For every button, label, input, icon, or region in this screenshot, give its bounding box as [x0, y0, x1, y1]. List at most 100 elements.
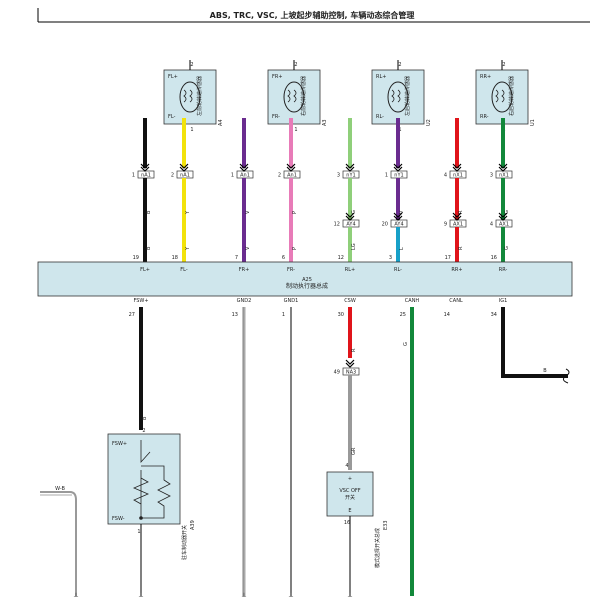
upper-connector-pin-2: 2 — [171, 173, 174, 179]
sensor-coil-icon-2 — [283, 81, 305, 113]
sensor-code-4: U1 — [530, 119, 536, 126]
canh-wire-color: G — [403, 342, 409, 346]
lower-connector-pin-1: 12 — [334, 222, 340, 228]
upper-wire-color-5: G — [351, 210, 357, 214]
lower-connector-chevron-icon-1 — [345, 212, 355, 221]
lower-connector-code-3: AX1 — [453, 222, 463, 228]
vsc-signal-wire-color: GR — [351, 447, 357, 455]
ecu-top-pin-number-6: 3 — [389, 255, 392, 261]
lower-connector-pin-2: 20 — [382, 222, 388, 228]
vsc-switch-name: 模式选择开关总成 — [374, 528, 381, 568]
ecu-bottom-pin-number-6: 14 — [444, 312, 450, 318]
upper-connector-code-6: nY1 — [394, 173, 403, 179]
brake-switch-pin-bottom: 1 — [137, 529, 140, 535]
lower-wire-color-3: V — [245, 246, 251, 250]
mid-connector-pin: 49 — [334, 370, 340, 376]
sensor-winding-icon-2 — [287, 89, 297, 103]
sensor-pin-top-2: 2 — [294, 62, 297, 68]
ecu-top-pin-label-2: FL- — [180, 267, 188, 273]
ecu-code: A25 — [302, 277, 312, 283]
vsc-switch-pin-top: 4 — [345, 463, 348, 469]
upper-connector-chevron-icon-5 — [345, 163, 355, 172]
sensor-coil-icon-1 — [179, 81, 201, 113]
ig1-wire-color: B — [543, 368, 547, 374]
sensor-winding-icon-1 — [183, 89, 193, 103]
brake-switch-resistor-icon — [132, 477, 150, 505]
brake-switch-code: A39 — [190, 520, 196, 530]
diagram-layer: FL+FL-21左前轮转速传感器A4FR+FR-21右前轮转速传感器A3RL+R… — [37, 60, 573, 599]
ecu-bottom-pin-label-2: GND2 — [237, 298, 252, 304]
ecu-bottom-pin-label-7: IG1 — [499, 298, 508, 304]
ecu-name: 制动执行器总成 — [286, 282, 328, 290]
brake-switch-pin-top: 2 — [142, 428, 145, 434]
left-wb-wire-label: W-B — [55, 486, 65, 492]
lower-connector-chevron-icon-2 — [393, 212, 403, 221]
ecu-bottom-pin-number-4: 30 — [338, 312, 344, 318]
ecu-top-pin-label-6: RL- — [394, 267, 402, 273]
vsc-switch-code: E33 — [383, 520, 389, 530]
sensor-box-2 — [267, 69, 321, 125]
upper-connector-chevron-icon-3 — [239, 163, 249, 172]
upper-connector-code-8: nX1 — [499, 173, 509, 179]
upper-wire-color-8: G — [504, 210, 510, 214]
ecu-top-pin-number-8: 16 — [491, 255, 497, 261]
vsc-switch-pin-bottom: 16 — [344, 520, 350, 526]
left-wb-wire — [40, 491, 77, 596]
lower-wire-color-1: B — [146, 246, 152, 250]
ecu-top-pin-label-3: FR+ — [239, 267, 250, 273]
ig1-break-icon — [562, 368, 570, 384]
upper-connector-chevron-icon-2 — [179, 163, 189, 172]
sensor-winding-icon-3 — [391, 89, 401, 103]
lower-wire-color-5: LG — [351, 243, 357, 250]
vsc-switch-plus-label: + — [348, 476, 352, 482]
upper-wire-color-2: Y — [185, 210, 191, 215]
upper-connector-chevron-icon-1 — [140, 163, 150, 172]
sensor-neg-label-2: FR- — [272, 114, 280, 120]
upper-connector-pin-1: 1 — [132, 173, 135, 179]
lower-connector-chevron-icon-3 — [452, 212, 462, 221]
upper-connector-chevron-icon-4 — [286, 163, 296, 172]
brake-switch-neg-label: FSW- — [112, 516, 125, 522]
brake-switch-pos-label: FSW+ — [112, 441, 127, 447]
csw-wire-color: R — [351, 348, 357, 352]
ground-mark-5: ⊥ — [347, 592, 352, 599]
lower-wire-color-8: G — [504, 246, 510, 250]
upper-connector-code-1: nA1 — [141, 173, 151, 179]
brake-switch-box — [107, 433, 181, 525]
ecu-top-pin-label-5: RL+ — [345, 267, 355, 273]
lower-wire-color-7: R — [458, 246, 464, 250]
lower-connector-code-1: AY4 — [346, 222, 355, 228]
ecu-bottom-pin-number-5: 25 — [400, 312, 406, 318]
lower-connector-code-4: AX1 — [499, 222, 509, 228]
sensor-name-1: 左前轮转速传感器 — [196, 76, 203, 116]
ecu-box — [37, 261, 573, 297]
lower-wire-color-2: Y — [185, 246, 191, 251]
upper-connector-code-4: An1 — [287, 173, 297, 179]
sensor-pos-label-3: RL+ — [376, 74, 386, 80]
ground-mark-1: ⊥ — [73, 592, 78, 599]
ecu-bottom-pin-label-5: CANH — [405, 298, 420, 304]
sensor-pos-label-2: FR+ — [272, 74, 283, 80]
upper-connector-pin-6: 1 — [385, 173, 388, 179]
mid-connector-code: NA3 — [346, 370, 356, 376]
sensor-pos-label-4: RR+ — [480, 74, 491, 80]
sensor-pin-top-1: 2 — [190, 62, 193, 68]
sensor-name-4: 右后轮转速传感器 — [508, 76, 515, 116]
lower-connector-pin-3: 9 — [444, 222, 447, 228]
upper-connector-pin-3: 1 — [231, 173, 234, 179]
sensor-code-3: U2 — [426, 119, 432, 126]
vsc-switch-label: VSC OFF — [339, 488, 360, 494]
upper-connector-pin-4: 2 — [278, 173, 281, 179]
vsc-switch-ground-label: E — [348, 508, 351, 514]
ground-mark-3: ⊥ — [241, 592, 246, 599]
ecu-top-pin-number-7: 17 — [445, 255, 451, 261]
ecu-bottom-pin-number-1: 27 — [129, 312, 135, 318]
upper-connector-chevron-icon-7 — [452, 163, 462, 172]
sensor-name-3: 左后轮转速传感器 — [404, 76, 411, 116]
ecu-bottom-pin-number-2: 13 — [232, 312, 238, 318]
ecu-top-pin-label-8: RR- — [499, 267, 508, 273]
sensor-pin-bottom-1: 1 — [190, 127, 193, 133]
upper-connector-code-5: nY1 — [346, 173, 355, 179]
lower-connector-chevron-icon-4 — [498, 212, 508, 221]
